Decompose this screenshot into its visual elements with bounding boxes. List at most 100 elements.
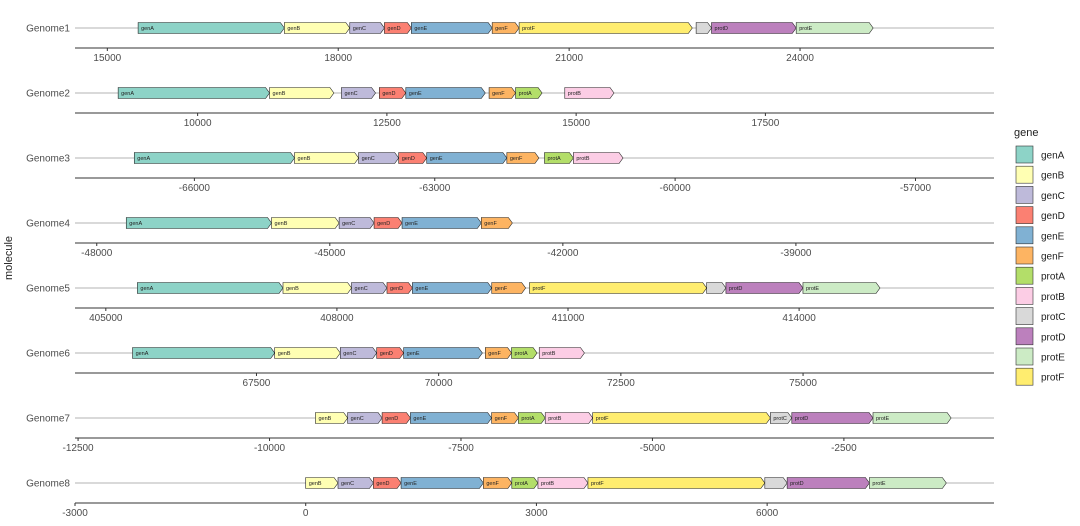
gene-arrow-gena	[125, 217, 272, 229]
gene-arrow-prote	[869, 477, 947, 489]
legend-item-protc: protC	[1015, 307, 1065, 325]
gene-arrow-gena	[133, 152, 295, 164]
x-tick-label: 405000	[89, 313, 123, 324]
gene-label: genF	[495, 416, 508, 422]
gene-label: genC	[353, 26, 366, 32]
gene-arrow-genf	[491, 22, 520, 34]
x-tick-label: -60000	[660, 183, 692, 194]
gene-label: protB	[568, 91, 581, 97]
gene-label: protD	[795, 416, 808, 422]
x-tick-label: -42000	[547, 248, 579, 259]
gene-arrow-genb	[315, 412, 349, 424]
gene-arrow-protb	[544, 412, 594, 424]
x-tick-label: -5000	[640, 443, 666, 454]
gene-arrow-genb	[282, 282, 352, 294]
gene-label: genB	[278, 351, 291, 357]
gene-label: genE	[405, 221, 418, 227]
legend-swatch	[1015, 266, 1034, 285]
gene-label: genC	[343, 351, 356, 357]
gene-label: protB	[548, 416, 561, 422]
gene-arrow-gene	[403, 347, 483, 359]
gene-label: genD	[387, 26, 400, 32]
gene-label: genB	[273, 91, 286, 97]
gene-arrow-gene	[412, 282, 493, 294]
gene-arrow-genb	[294, 152, 360, 164]
x-tick-label: 17500	[751, 118, 779, 129]
gene-label: genC	[341, 481, 354, 487]
legend-item-protd: protD	[1015, 327, 1065, 346]
gene-arrow-protf	[587, 477, 766, 489]
gene-label: genA	[140, 286, 153, 292]
gene-label: genE	[409, 91, 422, 97]
gene-label: genB	[286, 286, 299, 292]
x-tick-label: 0	[303, 508, 309, 519]
gene-label: genE	[407, 351, 420, 357]
gene-label: protE	[876, 416, 889, 422]
gene-arrow-prota	[544, 152, 574, 164]
gene-label: genF	[492, 91, 505, 97]
gene-arrow-gene	[410, 412, 492, 424]
gene-label: genD	[380, 351, 393, 357]
legend-item-prote: protE	[1015, 347, 1065, 366]
gene-arrow-gend	[379, 87, 407, 99]
gene-label: genF	[510, 156, 523, 162]
gene-label: genD	[402, 156, 415, 162]
gene-arrow-genf	[491, 412, 519, 424]
molecule-label: Genome1	[26, 24, 70, 35]
gene-arrow-genb	[305, 477, 339, 489]
x-tick-label: 414000	[782, 313, 816, 324]
gene-label: genE	[430, 156, 443, 162]
gene-arrow-genb	[274, 347, 341, 359]
x-tick-label: 6000	[756, 508, 779, 519]
gene-arrow-genc	[339, 347, 378, 359]
gene-arrow-gene	[411, 22, 493, 34]
gene-label: genD	[382, 91, 395, 97]
x-tick-label: -66000	[179, 183, 211, 194]
gene-label: genF	[486, 481, 499, 487]
legend-label: genA	[1041, 151, 1065, 162]
x-tick-label: -2500	[831, 443, 857, 454]
x-tick-label: -12500	[62, 443, 94, 454]
gene-arrow-gena	[137, 282, 284, 294]
gene-arrow-protd	[791, 412, 874, 424]
gene-arrow-protc	[706, 282, 727, 294]
gene-arrow-genf	[491, 282, 527, 294]
gene-arrow-genf	[483, 477, 513, 489]
x-tick-label: 15000	[562, 118, 590, 129]
x-tick-label: 18000	[324, 53, 352, 64]
gene-arrow-gena	[137, 22, 285, 34]
legend-swatch	[1015, 145, 1034, 164]
gene-arrow-prote	[872, 412, 952, 424]
legend-label: protC	[1041, 312, 1065, 323]
legend-label: protA	[1041, 272, 1065, 283]
legend-swatch	[1015, 287, 1034, 305]
gene-label: protA	[515, 351, 528, 357]
molecule-label: Genome6	[26, 349, 70, 360]
legend-item-gend: genD	[1015, 206, 1065, 224]
gene-label: genD	[377, 221, 390, 227]
gene-label: genC	[342, 221, 355, 227]
gene-arrow-gena	[132, 347, 276, 359]
gene-arrow-gene	[400, 477, 484, 489]
y-axis-title: molecule	[3, 236, 15, 280]
x-tick-label: 67500	[243, 378, 271, 389]
gene-arrow-prota	[518, 412, 546, 424]
x-tick-label: 408000	[320, 313, 354, 324]
gene-arrow-protc	[770, 412, 793, 424]
x-tick-label: 411000	[552, 313, 585, 324]
gene-arrow-protf	[529, 282, 708, 294]
legend-label: protF	[1041, 373, 1064, 384]
x-tick-label: 10000	[184, 118, 212, 129]
gene-arrow-genf	[485, 347, 512, 359]
gene-arrow-gene	[401, 217, 482, 229]
gene-label: protB	[576, 156, 589, 162]
legend-label: genC	[1041, 191, 1065, 202]
gene-label: genB	[298, 156, 311, 162]
gene-arrow-gena	[117, 87, 270, 99]
legend-label: protD	[1041, 332, 1065, 343]
gene-label: genB	[275, 221, 288, 227]
